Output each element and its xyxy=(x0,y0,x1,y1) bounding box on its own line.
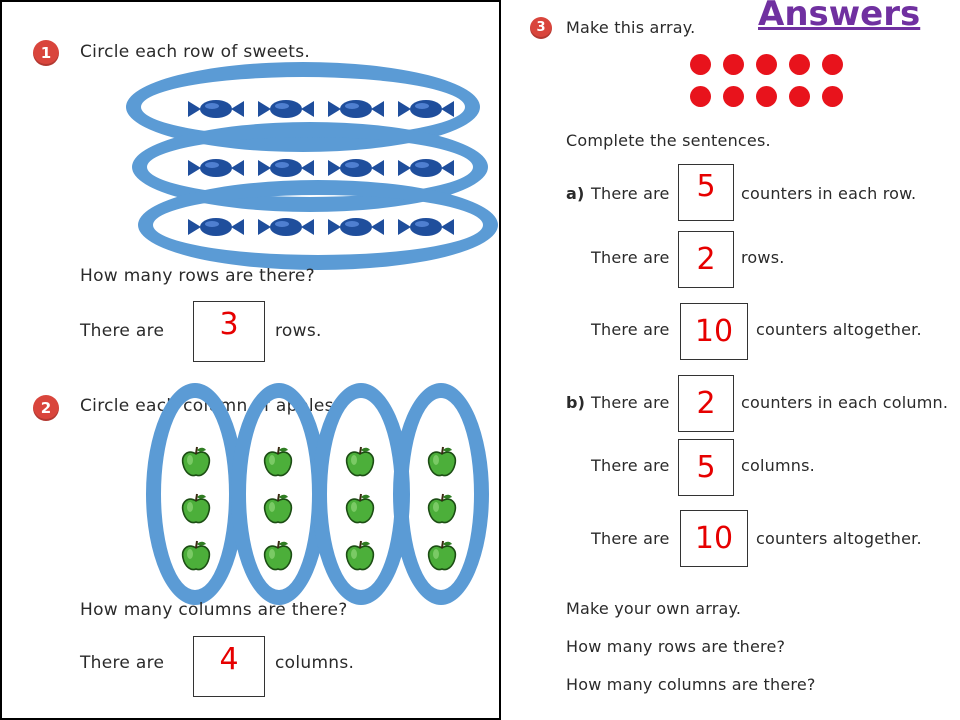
a1-answer-box[interactable]: 5 xyxy=(678,164,734,221)
b3-answer-box[interactable]: 10 xyxy=(680,510,748,567)
left-worksheet-frame xyxy=(0,0,501,720)
counter-dot xyxy=(789,86,810,107)
a3-answer-box[interactable]: 10 xyxy=(680,303,748,360)
counter-dot xyxy=(756,54,777,75)
a2-suffix: rows. xyxy=(741,248,785,267)
counter-dot xyxy=(690,54,711,75)
part-b-label: b) xyxy=(566,393,586,412)
a3-answer: 10 xyxy=(694,314,734,349)
b1-answer: 2 xyxy=(696,386,716,421)
q2-answer-box[interactable]: 4 xyxy=(193,636,265,697)
part-a-label: a) xyxy=(566,184,585,203)
b3-suffix: counters altogether. xyxy=(756,529,922,548)
b2-answer-box[interactable]: 5 xyxy=(678,439,734,496)
a1-prefix: There are xyxy=(591,184,670,203)
counter-dot xyxy=(756,86,777,107)
a2-prefix: There are xyxy=(591,248,670,267)
a1-suffix: counters in each row. xyxy=(741,184,917,203)
a2-answer-box[interactable]: 2 xyxy=(678,231,734,288)
column-ring-1 xyxy=(146,383,244,605)
row-ring-3 xyxy=(138,180,498,270)
b3-answer: 10 xyxy=(694,521,734,556)
own-columns-question: How many columns are there? xyxy=(566,675,816,694)
q3-complete: Complete the sentences. xyxy=(566,131,771,150)
b1-answer-box[interactable]: 2 xyxy=(678,375,734,432)
question-3-badge: 3 xyxy=(530,17,552,39)
b2-prefix: There are xyxy=(591,456,670,475)
a3-suffix: counters altogether. xyxy=(756,320,922,339)
own-array-text: Make your own array. xyxy=(566,599,742,618)
q1-answer-prefix: There are xyxy=(80,321,165,341)
own-rows-question: How many rows are there? xyxy=(566,637,786,656)
q1-answer-suffix: rows. xyxy=(275,321,322,341)
answers-header: Answers xyxy=(758,0,921,34)
counter-dot xyxy=(723,86,744,107)
b3-prefix: There are xyxy=(591,529,670,548)
a2-answer: 2 xyxy=(696,242,716,277)
b1-prefix: There are xyxy=(591,393,670,412)
q1-answer: 3 xyxy=(219,307,239,342)
question-2-badge: 2 xyxy=(33,395,59,421)
q2-answer-prefix: There are xyxy=(80,653,165,673)
counter-dot xyxy=(822,86,843,107)
q1-answer-box[interactable]: 3 xyxy=(193,301,265,362)
q2-answer-suffix: columns. xyxy=(275,653,355,673)
b2-suffix: columns. xyxy=(741,456,815,475)
q1-prompt: Circle each row of sweets. xyxy=(80,42,311,62)
q2-question: How many columns are there? xyxy=(80,600,348,620)
column-ring-4 xyxy=(393,383,489,605)
q1-question: How many rows are there? xyxy=(80,266,315,286)
b2-answer: 5 xyxy=(696,450,716,485)
q3-prompt: Make this array. xyxy=(566,18,696,37)
b1-suffix: counters in each column. xyxy=(741,393,949,412)
counter-array xyxy=(690,54,855,114)
a3-prefix: There are xyxy=(591,320,670,339)
q2-answer: 4 xyxy=(219,642,239,677)
a1-answer: 5 xyxy=(696,169,716,204)
counter-dot xyxy=(822,54,843,75)
counter-dot xyxy=(789,54,810,75)
counter-dot xyxy=(690,86,711,107)
counter-dot xyxy=(723,54,744,75)
question-1-badge: 1 xyxy=(33,40,59,66)
